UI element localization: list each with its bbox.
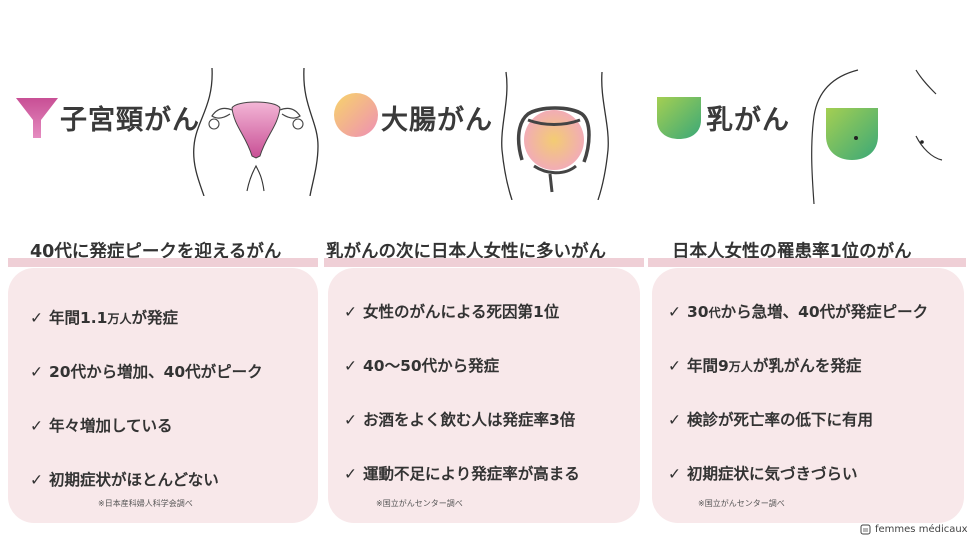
list-item: ✓検診が死亡率の低下に有用 [668,411,874,429]
list-item: ✓初期症状がほとんどない [30,471,219,489]
colon-title: 大腸がん [381,105,493,136]
colon-source: ※国立がんセンター調べ [376,499,463,508]
breast-source: ※国立がんセンター調べ [698,499,785,508]
breast-illustration [811,69,943,205]
cervical-title: 子宮頸がん [60,105,200,136]
uterus-illustration [193,67,319,196]
list-item: ✓年間9万人が乳がんを発症 [668,357,862,375]
colon-card [328,268,640,523]
shield-gradient-icon [657,97,701,139]
funnel-icon [16,98,58,138]
list-item: ✓初期症状に気づきづらい [668,465,858,483]
cervical-card [8,268,318,523]
breast-band [648,258,966,267]
list-item: ✓40〜50代から発症 [344,357,500,375]
brand-logo: femmes médicaux [860,524,968,535]
list-item: ✓20代から増加、40代がピーク [30,363,263,381]
breast-card [652,268,964,523]
brand-text: femmes médicaux [875,524,968,535]
cervical-band [8,258,318,267]
brand-icon [860,524,871,535]
circle-gradient-icon [334,93,378,137]
list-item: ✓年間1.1万人が発症 [30,309,178,327]
breast-subtitle: 日本人女性の罹患率1位のがん [672,242,912,262]
colon-subtitle: 乳がんの次に日本人女性に多いがん [326,242,606,262]
list-item: ✓年々増加している [30,417,173,435]
list-item: ✓運動不足により発症率が高まる [344,465,580,483]
colon-illustration [501,71,609,200]
cervical-subtitle: 40代に発症ピークを迎えるがん [30,242,282,262]
colon-band [324,258,644,267]
cervical-source: ※日本産科婦人科学会調べ [98,499,193,508]
list-item: ✓お酒をよく飲む人は発症率3倍 [344,411,576,429]
breast-title: 乳がん [706,105,790,136]
list-item: ✓30代から急増、40代が発症ピーク [668,303,929,321]
list-item: ✓女性のがんによる死因第1位 [344,303,560,321]
